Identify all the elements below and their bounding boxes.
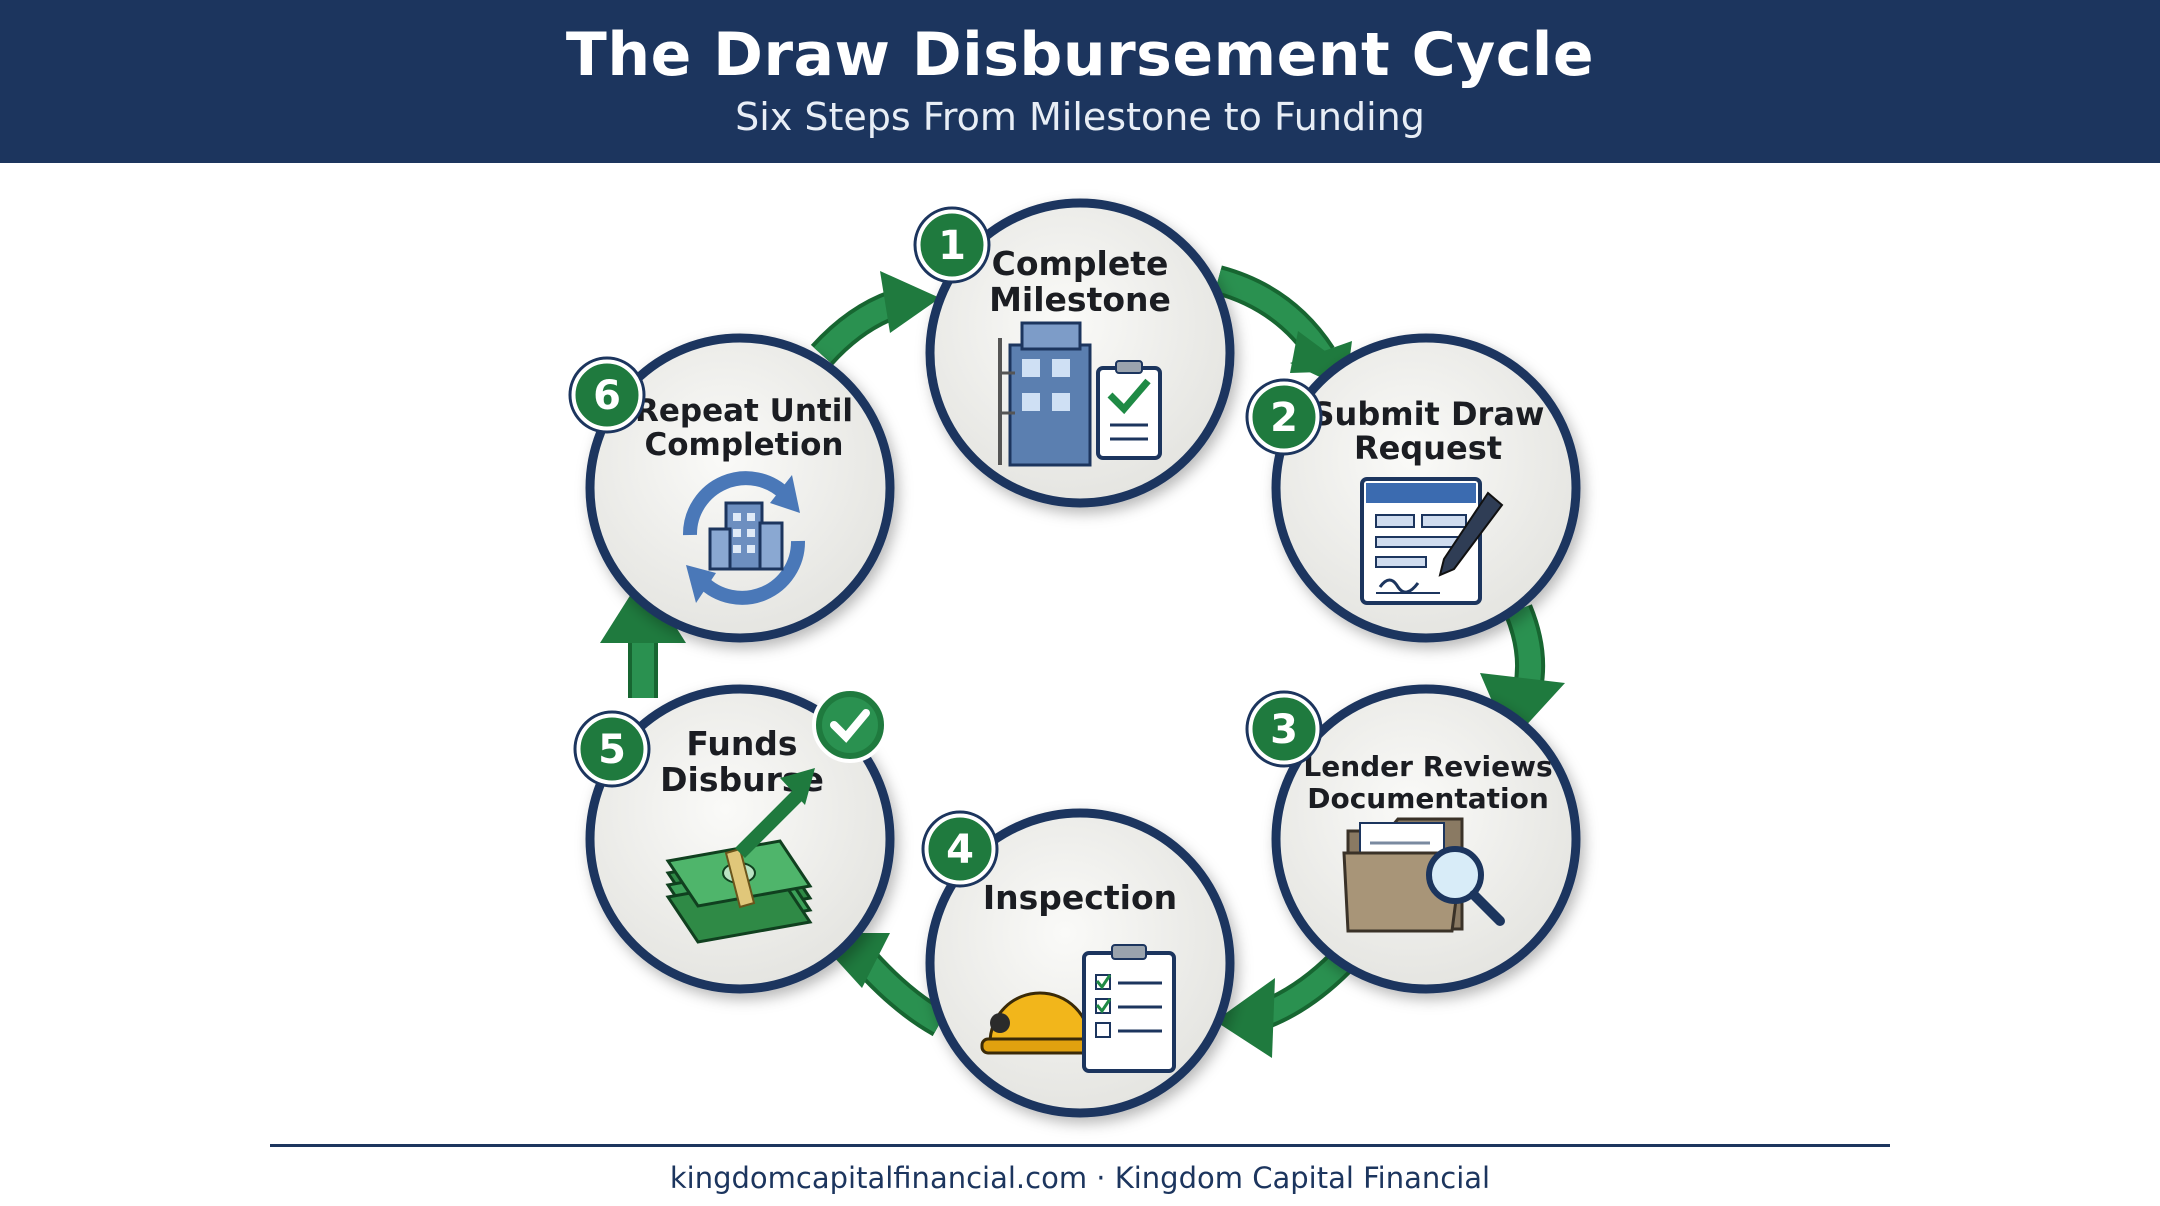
step-6-label-line1: Repeat Until [635,393,853,429]
step-2-label-line1: Submit Draw [1312,395,1545,433]
document-signature-pen-icon [1360,477,1504,605]
footer-text: kingdomcapitalfinancial.com · Kingdom Ca… [669,1161,1491,1195]
building-construction-checklist-icon [998,321,1162,467]
hard-hat-checklist-icon [980,944,1176,1073]
arrow-2-to-3 [1480,604,1565,743]
step-3-label-line1: Lender Reviews [1303,750,1552,783]
building-cycle-arrows-icon [682,471,806,605]
step-1-number: 1 [938,223,966,269]
step-1-complete-milestone: Complete Milestone 1 [913,198,1235,508]
step-2-number: 2 [1270,395,1298,441]
page-title: The Draw Disbursement Cycle [565,20,1595,90]
arrow-1-to-2 [1213,265,1352,378]
step-5-number: 5 [598,727,626,773]
money-stack-arrow-icon [665,768,815,944]
step-5-funds-disburse: Funds Disburse 5 [573,684,895,994]
step-6-repeat-until-completion: Repeat Until Completion 6 [568,333,895,643]
step-1-label-line2: Milestone [989,280,1171,319]
step-4-label-line1: Inspection [983,878,1177,917]
step-3-label-line2: Documentation [1307,782,1549,815]
cycle-diagram: Complete Milestone 1 Submit Draw Request [568,198,1581,1118]
page-subtitle: Six Steps From Milestone to Funding [735,95,1425,139]
check-badge-icon [812,687,888,763]
step-6-label-line2: Completion [644,427,843,463]
step-4-inspection: Inspection 4 [921,808,1235,1118]
step-2-label-line2: Request [1354,429,1502,467]
folder-magnifier-icon [1342,817,1505,933]
step-6-number: 6 [593,373,621,419]
header-banner: The Draw Disbursement Cycle Six Steps Fr… [0,0,2160,163]
arrow-3-to-4 [1215,952,1351,1058]
step-1-label-line1: Complete [992,244,1169,283]
step-3-number: 3 [1270,707,1298,753]
arrow-5-to-6 [600,575,686,698]
step-2-submit-draw-request: Submit Draw Request 2 [1245,333,1581,643]
step-4-number: 4 [946,827,974,873]
step-3-lender-reviews: Lender Reviews Documentation 3 [1245,684,1581,994]
arrow-6-to-1 [810,271,940,366]
step-5-label-line1: Funds [686,724,797,763]
footer-divider [270,1144,1890,1147]
